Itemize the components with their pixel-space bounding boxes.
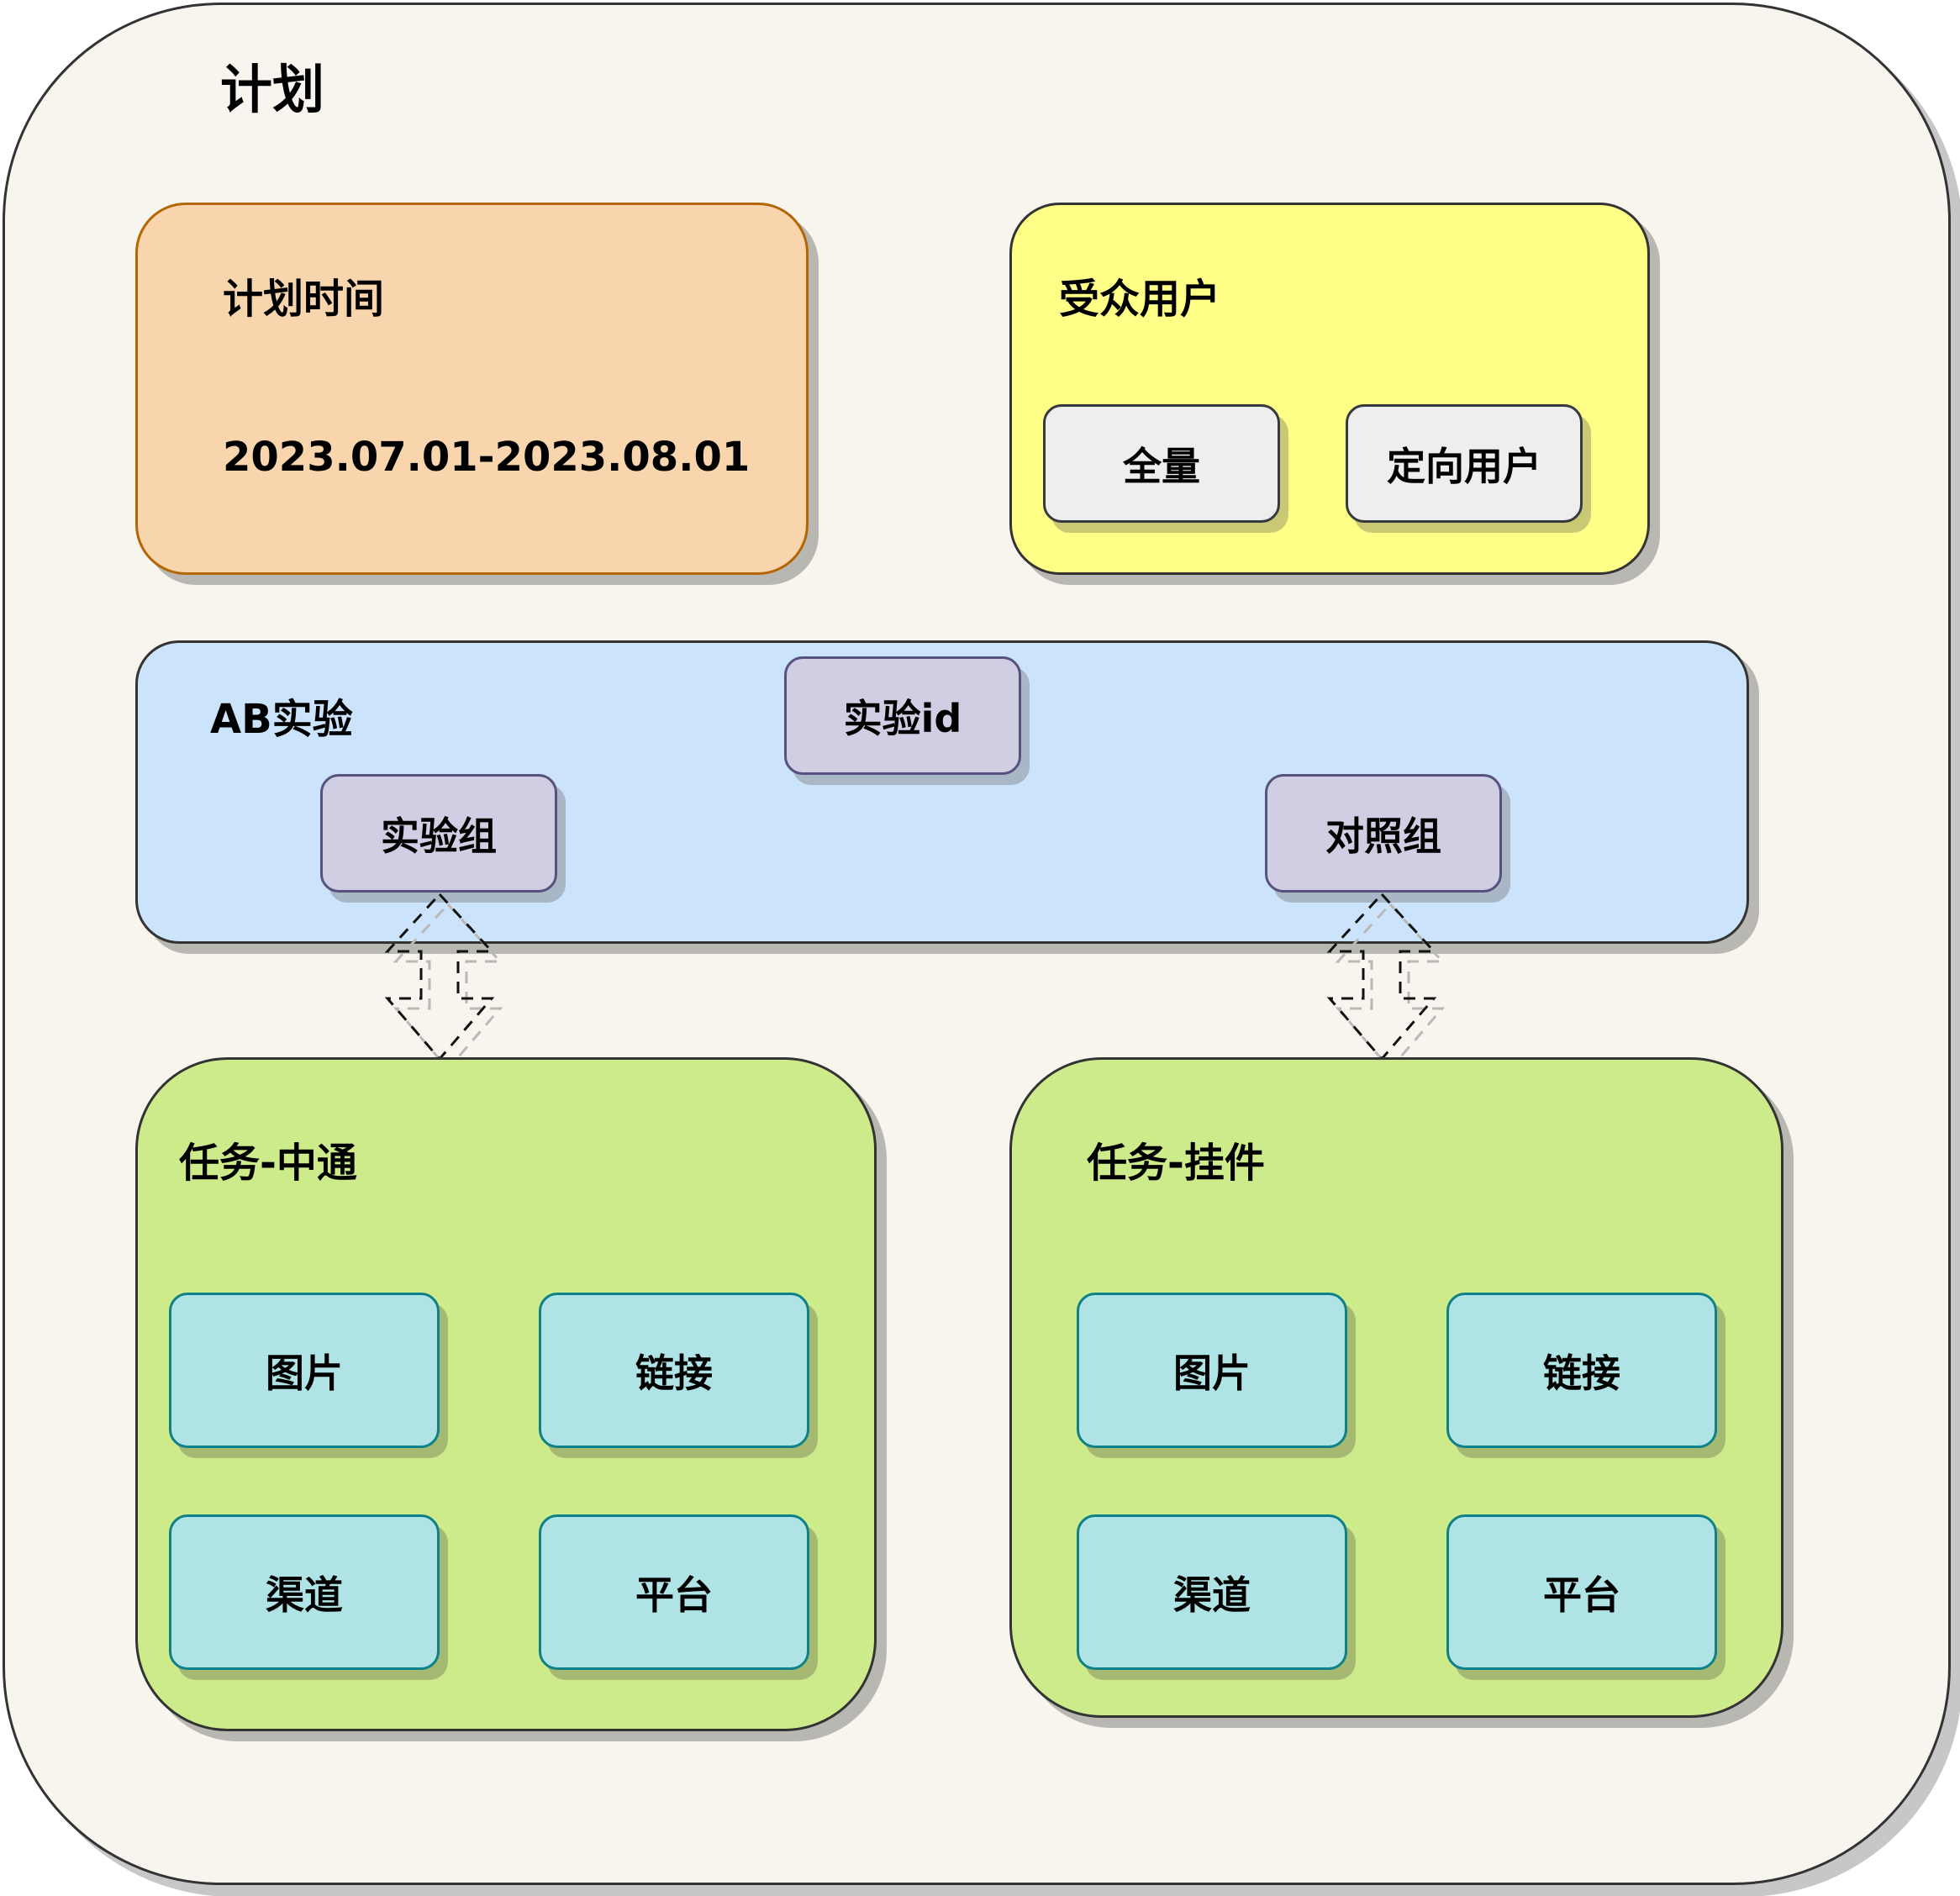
plan-title: 计划 [220,59,325,120]
task-zhongtong-platform[interactable]: 平台 [539,1514,809,1670]
control-task-arrow [1326,892,1446,1072]
control-group-box[interactable]: 对照组 [1265,774,1502,893]
task-zhongtong-title: 任务-中通 [179,1140,357,1187]
experiment-group-box[interactable]: 实验组 [320,774,557,893]
plan-time-title: 计划时间 [223,276,385,323]
task-widget-link[interactable]: 链接 [1446,1293,1717,1448]
experiment-task-arrow [384,892,503,1072]
plan-time-range: 2023.07.01-2023.08.01 [223,434,751,481]
task-zhongtong-channel[interactable]: 渠道 [169,1514,440,1670]
task-zhongtong-image[interactable]: 图片 [169,1293,440,1448]
audience-title: 受众用户 [1059,276,1221,323]
task-widget-platform[interactable]: 平台 [1446,1514,1717,1670]
audience-targeted-option[interactable]: 定向用户 [1346,404,1583,523]
ab-test-title: AB实验 [210,696,353,743]
plan-time-box [135,203,809,575]
audience-all-option[interactable]: 全量 [1043,404,1280,523]
experiment-id-box[interactable]: 实验id [784,656,1021,775]
task-zhongtong-link[interactable]: 链接 [539,1293,809,1448]
task-widget-channel[interactable]: 渠道 [1077,1514,1347,1670]
task-widget-image[interactable]: 图片 [1077,1293,1347,1448]
task-widget-title: 任务-挂件 [1087,1140,1265,1187]
